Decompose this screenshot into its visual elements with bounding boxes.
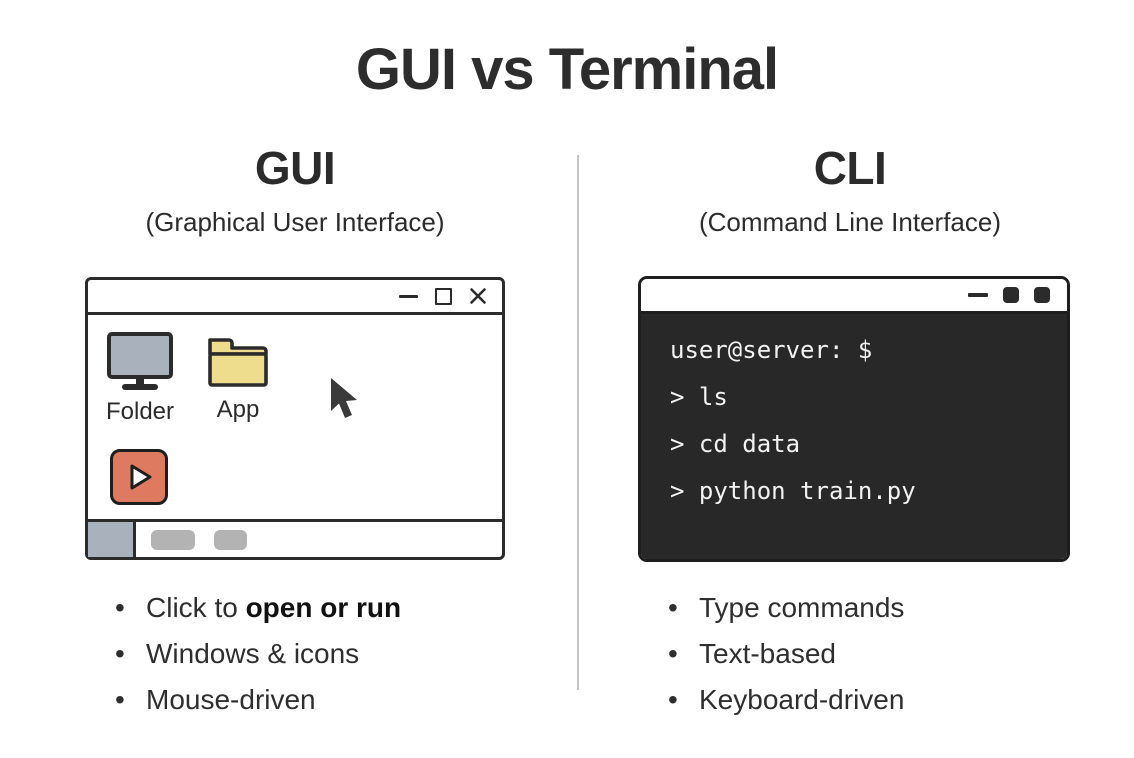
terminal-command: > python train.py [670, 477, 916, 505]
icon-label: App [216, 396, 260, 423]
close-icon[interactable] [469, 287, 487, 305]
maximize-icon[interactable] [435, 287, 452, 305]
folder-icon [206, 337, 270, 389]
window-button-icon[interactable] [1003, 287, 1019, 303]
minimize-icon[interactable] [968, 293, 988, 297]
list-item: Click to open or run [115, 585, 401, 631]
gui-window: Folder App [85, 277, 505, 560]
gui-subtitle: (Graphical User Interface) [145, 207, 445, 237]
terminal-titlebar [641, 279, 1067, 314]
gui-window-titlebar [88, 280, 502, 315]
list-item: Text-based [668, 631, 904, 677]
list-item: Windows & icons [115, 631, 401, 677]
list-item: Keyboard-driven [668, 677, 904, 723]
taskbar-start-button[interactable] [88, 522, 136, 557]
taskbar-item[interactable] [151, 529, 195, 550]
window-button-icon[interactable] [1034, 287, 1050, 303]
monitor-icon [106, 331, 174, 391]
gui-taskbar [88, 519, 502, 557]
icon-label: Folder [105, 398, 175, 425]
gui-window-body: Folder App [88, 315, 502, 519]
taskbar-item[interactable] [214, 529, 247, 550]
list-item: Type commands [668, 585, 904, 631]
terminal-body: user@server: $ > ls > cd data > python t… [641, 314, 1067, 559]
list-item: Mouse-driven [115, 677, 401, 723]
terminal-prompt: user@server: $ [670, 336, 873, 364]
desktop-icon-folder[interactable]: Folder [100, 331, 180, 426]
column-divider [577, 155, 579, 690]
page-title: GUI vs Terminal [355, 37, 779, 102]
cli-heading: CLI [813, 142, 887, 194]
minimize-icon[interactable] [399, 294, 418, 298]
play-button[interactable] [110, 449, 168, 505]
cli-bullet-list: Type commands Text-based Keyboard-driven [668, 585, 904, 723]
terminal-window: user@server: $ > ls > cd data > python t… [638, 276, 1070, 562]
gui-heading: GUI [254, 142, 336, 194]
terminal-command: > ls [670, 383, 728, 411]
play-icon [129, 463, 153, 491]
cli-subtitle: (Command Line Interface) [698, 207, 1002, 237]
gui-bullet-list: Click to open or run Windows & icons Mou… [115, 585, 401, 723]
terminal-command: > cd data [670, 430, 801, 458]
taskbar-items [136, 522, 247, 557]
desktop-icon-app[interactable]: App [198, 337, 278, 424]
mouse-cursor-icon [328, 377, 370, 428]
